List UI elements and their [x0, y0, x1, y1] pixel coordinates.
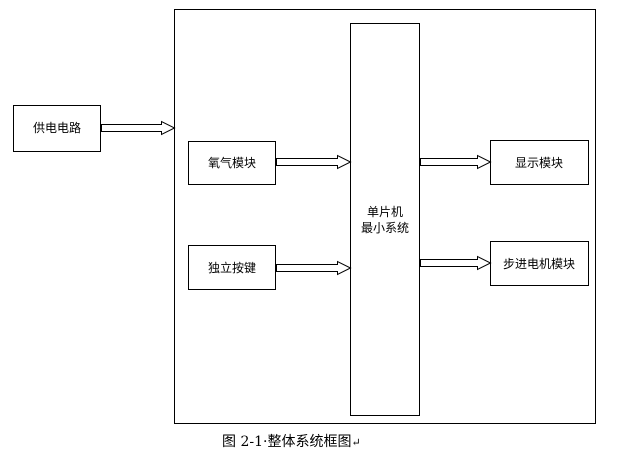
- oxygen-module-block: 氧气模块: [188, 141, 276, 185]
- arrow-mcu-to-display: [420, 154, 492, 170]
- independent-keys-label: 独立按键: [208, 260, 256, 275]
- power-supply-label: 供电电路: [33, 120, 81, 135]
- display-module-block: 显示模块: [490, 140, 589, 185]
- system-boundary: [174, 9, 596, 424]
- mcu-label-line1: 单片机: [367, 205, 403, 219]
- figure-caption-text: 图 2-1·整体系统框图: [222, 434, 352, 450]
- arrow-power-to-system: [101, 120, 176, 136]
- paragraph-return-mark: ↵: [351, 436, 361, 449]
- power-supply-block: 供电电路: [13, 105, 101, 152]
- arrow-mcu-to-stepper: [420, 255, 492, 271]
- independent-keys-block: 独立按键: [188, 245, 276, 290]
- arrow-keys-to-mcu: [276, 260, 352, 276]
- stepper-motor-module-block: 步进电机模块: [490, 241, 589, 286]
- mcu-label-line2: 最小系统: [361, 221, 409, 235]
- figure-caption: 图 2-1·整体系统框图↵: [222, 433, 361, 452]
- oxygen-module-label: 氧气模块: [208, 155, 256, 170]
- display-module-label: 显示模块: [515, 156, 563, 170]
- arrow-oxygen-to-mcu: [276, 154, 352, 170]
- mcu-minimum-system-block: 单片机 最小系统: [350, 23, 420, 416]
- stepper-motor-module-label: 步进电机模块: [503, 257, 575, 271]
